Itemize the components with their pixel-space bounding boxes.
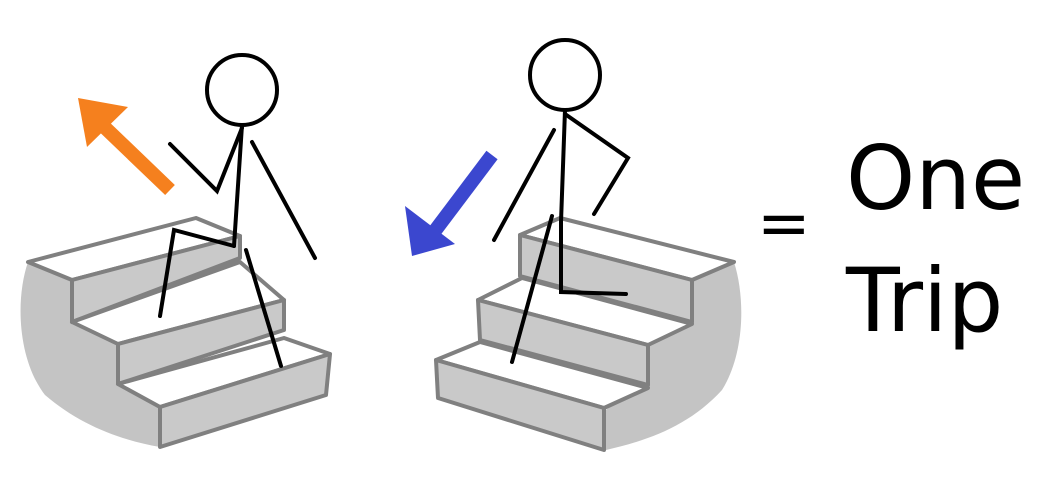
right-figure-leg-front (559, 220, 628, 296)
left-figure-head (205, 53, 279, 127)
equals-sign: = (757, 187, 811, 261)
left-figure-leg-back (244, 248, 283, 368)
right-staircase (434, 216, 742, 452)
right-step-2-riser (476, 298, 650, 387)
right-figure-arm-front (563, 112, 631, 216)
left-figure-leg-front (158, 227, 236, 318)
right-figure-leg-back (510, 214, 554, 364)
result-label: One Trip (846, 118, 1025, 362)
left-figure-arm-back (250, 140, 317, 260)
right-stick-figure (492, 38, 631, 364)
left-figure-torso (232, 123, 244, 248)
left-step-2-riser (116, 298, 286, 386)
result-word-trip: Trip (846, 249, 1004, 352)
right-figure-arm-back (492, 128, 556, 242)
left-step-1-riser (70, 234, 242, 324)
left-staircase-side (20, 262, 160, 447)
left-stick-figure (158, 53, 317, 368)
result-word-one: One (846, 127, 1026, 230)
right-staircase-side (606, 262, 742, 450)
right-figure-head (528, 38, 602, 112)
arrow-up-left-icon (78, 98, 175, 196)
left-figure-arm-front (168, 126, 244, 195)
right-step-3-riser (434, 358, 606, 452)
left-step-3-riser (158, 352, 332, 449)
arrow-down-left-icon (405, 150, 498, 256)
left-staircase (20, 216, 332, 449)
right-figure-torso (559, 108, 567, 224)
